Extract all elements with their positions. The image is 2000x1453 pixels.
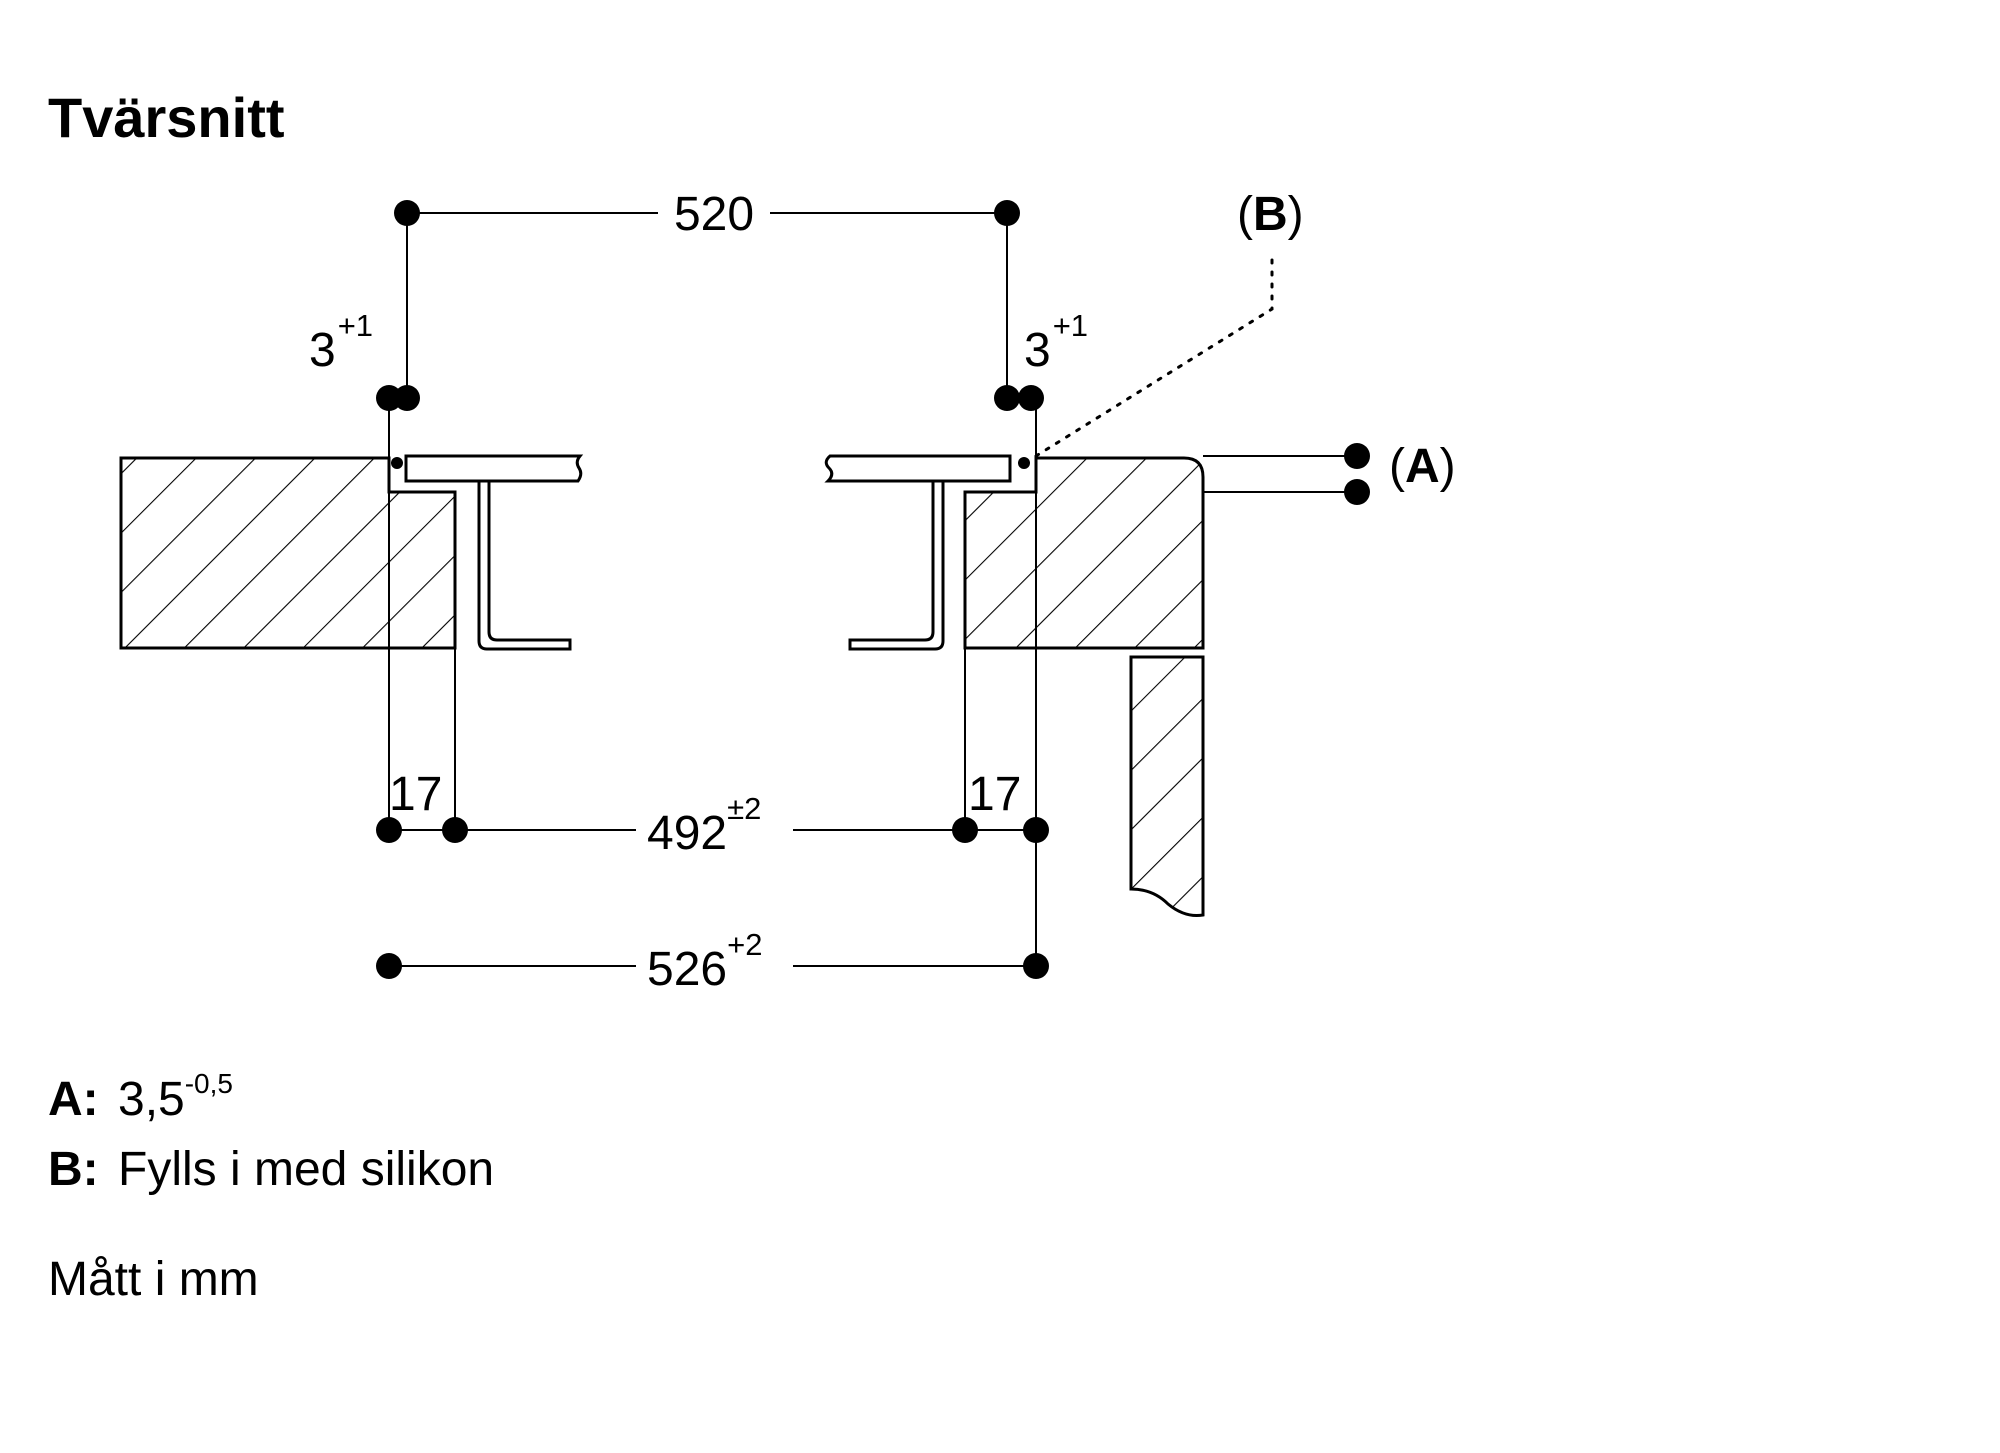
appliance-glass-right [824, 454, 1012, 483]
worktop-left [119, 456, 457, 650]
dimension-inner-width-value: 492 [647, 807, 727, 860]
svg-text:3+1: 3+1 [1024, 308, 1088, 377]
callout-b: (B) [1034, 188, 1304, 458]
dimension-ledge-left-label: 17 [389, 768, 442, 821]
svg-text:492±2: 492±2 [647, 791, 761, 860]
svg-text:(B): (B) [1237, 188, 1304, 241]
callout-a-open: ( [1389, 440, 1405, 493]
callout-a: (A) [1203, 440, 1456, 505]
legend-key-a: A: [48, 1073, 99, 1126]
dimension-outer-width: 526+2 [376, 927, 1049, 996]
appliance-bracket-right [848, 479, 945, 651]
svg-text:3+1: 3+1 [309, 308, 373, 377]
cabinet-side-wall [1129, 655, 1205, 917]
dimension-top-width-label: 520 [674, 188, 754, 241]
dimension-inner-width-tolerance: ±2 [727, 791, 761, 826]
dimension-gap-left-tolerance: +1 [338, 308, 373, 343]
dimension-outer-width-value: 526 [647, 943, 727, 996]
dimension-gap-right-tolerance: +1 [1053, 308, 1088, 343]
dimension-ledge-right-label: 17 [968, 768, 1021, 821]
silicone-joint-right [1018, 457, 1030, 469]
legend-sup-a: -0,5 [184, 1068, 233, 1099]
callout-a-close: ) [1440, 440, 1456, 493]
dimension-gap-left: 3+1 [309, 308, 420, 836]
dimension-inner-width: 492±2 [376, 791, 1049, 860]
worktop-right [963, 456, 1205, 650]
callout-b-close: ) [1288, 188, 1304, 241]
dimension-ledge-left: 17 [389, 648, 456, 830]
legend-key-b: B: [48, 1143, 99, 1196]
page-title: Tvärsnitt [48, 86, 285, 149]
callout-b-open: ( [1237, 188, 1253, 241]
dimension-gap-right-value: 3 [1024, 324, 1051, 377]
dimension-ledge-right: 17 [964, 648, 1021, 830]
silicone-joint-left [391, 457, 403, 469]
appliance-glass-left [404, 454, 584, 483]
dimension-gap-left-value: 3 [309, 324, 336, 377]
svg-text:526+2: 526+2 [647, 927, 762, 996]
callout-b-letter: B [1253, 188, 1288, 241]
dimension-top-width: 520 [394, 188, 1020, 398]
legend: A: 3,5-0,5 B: Fylls i med silikon [48, 1068, 494, 1202]
legend-value-b: Fylls i med silikon [118, 1143, 495, 1196]
appliance-bracket-left [477, 479, 572, 651]
units-note: Mått i mm [48, 1253, 259, 1306]
svg-text:(A): (A) [1389, 440, 1456, 493]
legend-item-a: A: 3,5-0,5 [48, 1068, 494, 1138]
dimension-outer-width-tolerance: +2 [727, 927, 762, 962]
dimension-gap-right: 3+1 [994, 308, 1088, 966]
legend-value-a: 3,5 [118, 1073, 185, 1126]
callout-a-letter: A [1405, 440, 1440, 493]
legend-item-b: B: Fylls i med silikon [48, 1138, 494, 1202]
